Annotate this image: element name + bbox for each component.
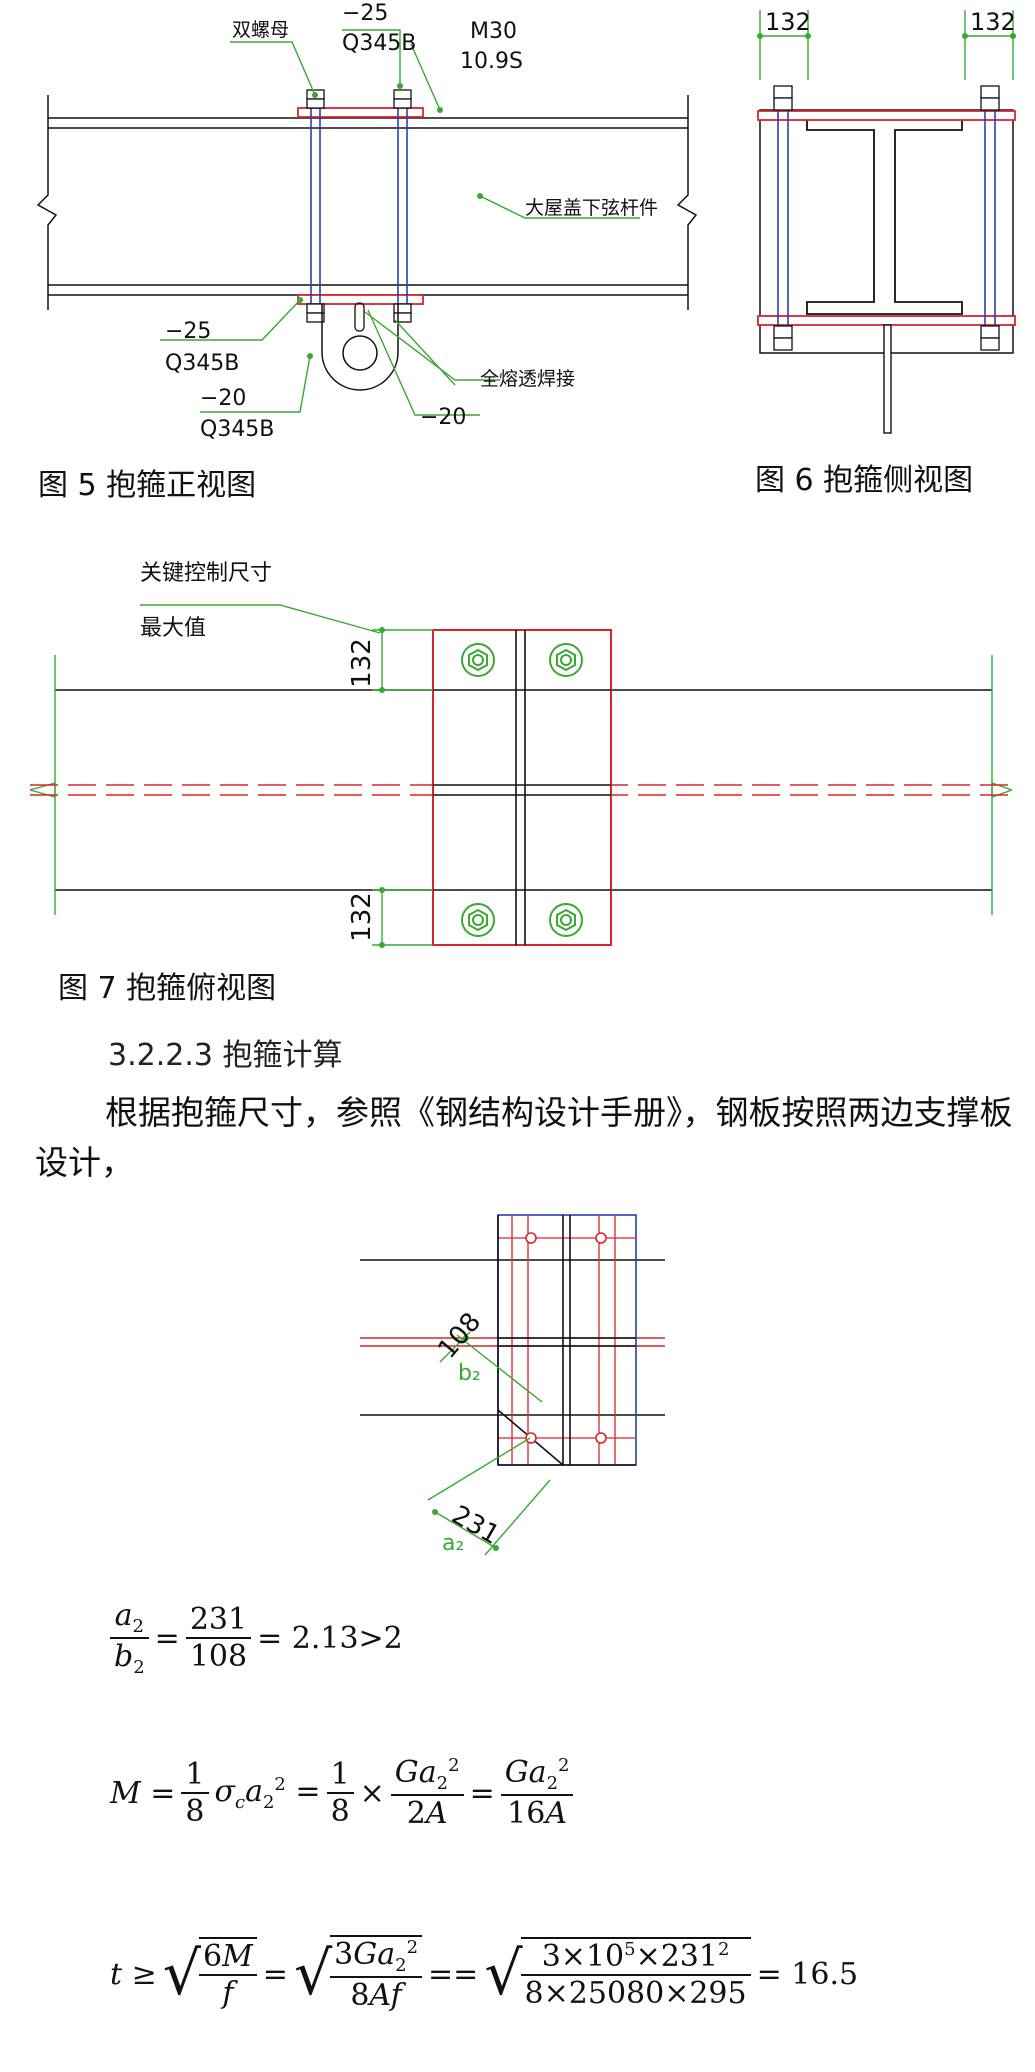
fig5-caption: 图 5 抱箍正视图 <box>38 468 257 503</box>
label-bolt-grade: 10.9S <box>460 49 523 74</box>
fig7-caption: 图 7 抱箍俯视图 <box>58 971 277 1006</box>
fig7-note-line1: 关键控制尺寸 <box>140 561 272 586</box>
label-member: 大屋盖下弦杆件 <box>525 197 658 219</box>
label-full-penetration-weld: 全熔透焊接 <box>480 368 575 390</box>
equation-ratio-result: = 2.13>2 <box>257 1620 403 1656</box>
label-bottom-plate-material: Q345B <box>165 351 239 376</box>
fig6-side-view-drawing: 132 132 <box>757 8 1016 434</box>
fig6-dim-right: 132 <box>970 8 1016 36</box>
label-double-nut: 双螺母 <box>232 19 289 41</box>
fig8-label-a: a₂ <box>442 1531 464 1556</box>
label-ear-plate-thickness: −20 <box>200 386 246 411</box>
fig6-caption: 图 6 抱箍侧视图 <box>755 463 974 498</box>
label-top-plate-material: Q345B <box>342 31 416 56</box>
label-bolt-size: M30 <box>470 19 517 44</box>
label-ear-thickness-2: −20 <box>420 405 466 430</box>
fig7-note-line2: 最大值 <box>140 616 206 641</box>
fig8-label-b: b₂ <box>458 1361 481 1386</box>
fig5-front-view-drawing: 双螺母 −25 Q345B M30 10.9S 大屋盖下弦杆件 −25 Q345… <box>36 1 698 440</box>
label-ear-plate-material: Q345B <box>200 417 274 440</box>
fig7-top-view-drawing: 132 132 关键控制尺寸 最大值 <box>29 561 1013 948</box>
fig6-dim-left: 132 <box>765 8 811 36</box>
fig8-plate-diagram: 108 b₂ 231 a₂ <box>360 1214 665 1556</box>
label-bottom-plate-thickness: −25 <box>165 319 211 344</box>
fig7-dim-top: 132 <box>347 638 377 688</box>
section-heading: 3.2.2.3 抱箍计算 <box>108 1038 343 1073</box>
section-paragraph: 根据抱箍尺寸，参照《钢结构设计手册》，钢板按照两边支撑板设计， <box>35 1093 1013 1182</box>
label-top-plate-thickness: −25 <box>342 1 388 26</box>
fig7-dim-bottom: 132 <box>347 892 377 942</box>
fig8-dim-b: 108 <box>432 1307 487 1364</box>
equation-thickness-result: = 16.5 <box>756 1956 859 1992</box>
